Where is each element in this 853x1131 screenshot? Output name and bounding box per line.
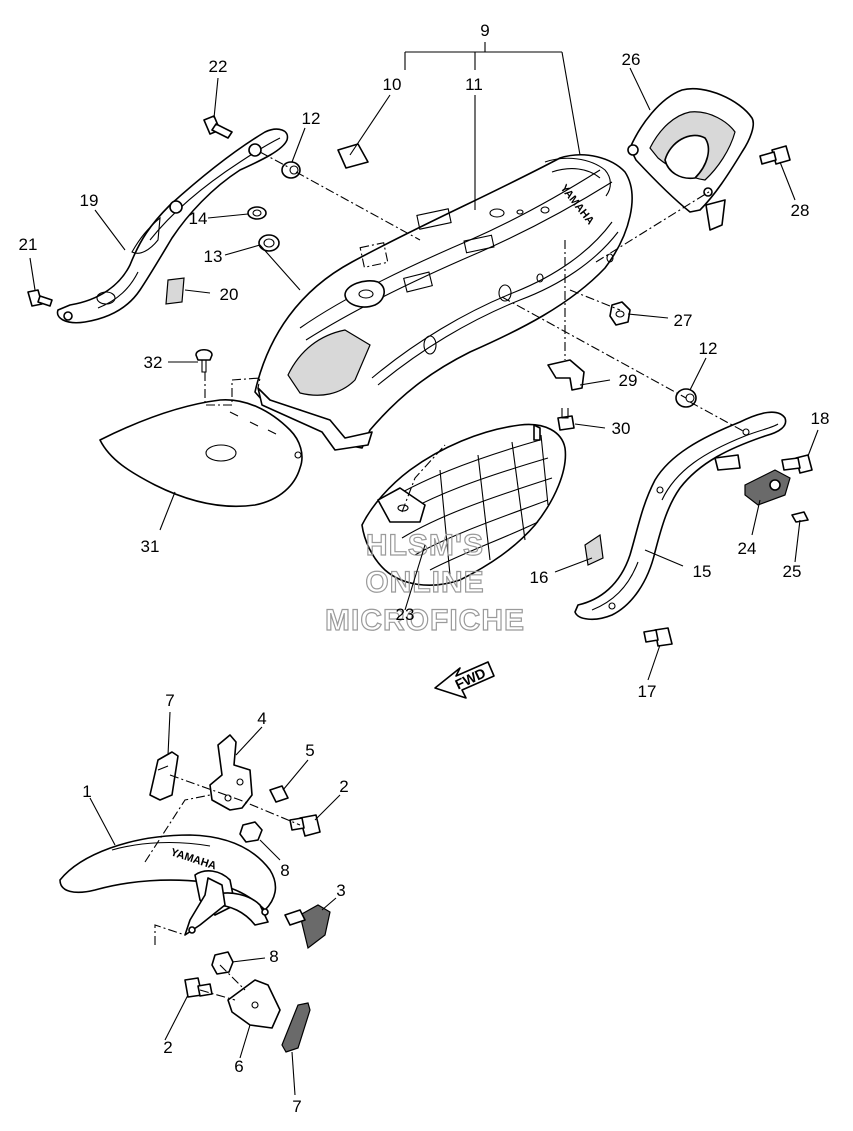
callout-8-lower: 8 — [269, 947, 278, 966]
bolt-18[interactable] — [781, 454, 813, 474]
front-fender[interactable]: YAMAHA — [59, 834, 277, 936]
bolt-2-upper[interactable] — [289, 814, 321, 837]
nut-8-lower[interactable] — [211, 951, 234, 975]
callout-19: 19 — [80, 191, 99, 210]
grommet-13[interactable] — [258, 234, 280, 252]
callout-12-lower: 12 — [699, 339, 718, 358]
callout-26: 26 — [622, 50, 641, 69]
callout-7-upper: 7 — [165, 691, 174, 710]
rear-fender[interactable]: YAMAHA — [254, 154, 633, 451]
callout-2-upper: 2 — [339, 777, 348, 796]
callout-3: 3 — [336, 881, 345, 900]
callout-6: 6 — [234, 1057, 243, 1076]
callout-9: 9 — [480, 21, 489, 40]
watermark: HLSM'S ONLINE MICROFICHE — [324, 528, 525, 637]
callout-numbers: 9 10 11 22 12 19 21 14 13 20 32 31 26 28… — [19, 21, 830, 1116]
callout-23: 23 — [396, 605, 415, 624]
bracket-6[interactable] — [227, 979, 281, 1029]
callout-10: 10 — [383, 75, 402, 94]
callout-30: 30 — [612, 419, 631, 438]
bolt-22[interactable] — [203, 115, 233, 139]
callout-24: 24 — [738, 539, 757, 558]
callout-20: 20 — [220, 285, 239, 304]
callout-1: 1 — [82, 782, 91, 801]
callout-25: 25 — [783, 562, 802, 581]
callout-15: 15 — [693, 562, 712, 581]
assembly-lines — [144, 151, 746, 1001]
callout-32: 32 — [144, 353, 163, 372]
rivet-32[interactable] — [195, 348, 213, 373]
bolt-17[interactable] — [643, 627, 673, 647]
tail-light-assembly[interactable] — [627, 88, 755, 231]
callout-29: 29 — [619, 371, 638, 390]
screw-5[interactable] — [269, 785, 289, 803]
callout-31: 31 — [141, 537, 160, 556]
bolt-28[interactable] — [759, 145, 791, 165]
inner-rear-fender[interactable] — [361, 423, 567, 586]
callout-27: 27 — [674, 311, 693, 330]
nut-8-upper[interactable] — [239, 821, 263, 843]
callout-22: 22 — [209, 57, 228, 76]
callout-14: 14 — [189, 209, 208, 228]
watermark-line-2: ONLINE — [365, 566, 484, 599]
callout-7-lower: 7 — [292, 1097, 301, 1116]
label-10[interactable] — [337, 143, 369, 169]
watermark-line-3: MICROFICHE — [325, 604, 525, 637]
rear-fender-stay-right[interactable] — [574, 411, 787, 621]
callout-2-lower: 2 — [163, 1038, 172, 1057]
bolt-21[interactable] — [27, 289, 53, 307]
nut-27[interactable] — [609, 301, 631, 326]
callout-12-upper: 12 — [302, 109, 321, 128]
callout-18: 18 — [811, 409, 830, 428]
bracket-4[interactable] — [209, 734, 253, 811]
callout-4: 4 — [257, 709, 266, 728]
collar-14[interactable] — [247, 206, 267, 220]
bolt-2-lower[interactable] — [184, 977, 213, 998]
callout-21: 21 — [19, 235, 38, 254]
callout-11: 11 — [465, 75, 483, 94]
damper-12-upper[interactable] — [281, 161, 301, 179]
forward-direction-arrow: FWD — [434, 661, 495, 699]
rear-fender-stay-left[interactable] — [56, 128, 289, 324]
reflector-3[interactable] — [284, 904, 331, 950]
reflector-7-lower[interactable] — [281, 1002, 311, 1053]
callout-17: 17 — [638, 682, 657, 701]
reflector-20[interactable] — [165, 277, 185, 305]
mud-guard-plate[interactable] — [99, 399, 303, 508]
reflector-7-upper[interactable] — [149, 751, 179, 801]
leader-lines — [29, 42, 819, 1096]
callout-5: 5 — [305, 741, 314, 760]
callout-16: 16 — [530, 568, 549, 587]
forward-arrow-label: FWD — [452, 665, 488, 693]
license-light-24[interactable] — [714, 454, 791, 506]
bracket-29[interactable] — [547, 359, 585, 391]
screw-30[interactable] — [557, 408, 575, 431]
callout-8-upper: 8 — [280, 861, 289, 880]
reflector-16[interactable] — [584, 533, 604, 566]
screw-25[interactable] — [791, 511, 809, 523]
callout-13: 13 — [204, 247, 223, 266]
callout-28: 28 — [791, 201, 810, 220]
